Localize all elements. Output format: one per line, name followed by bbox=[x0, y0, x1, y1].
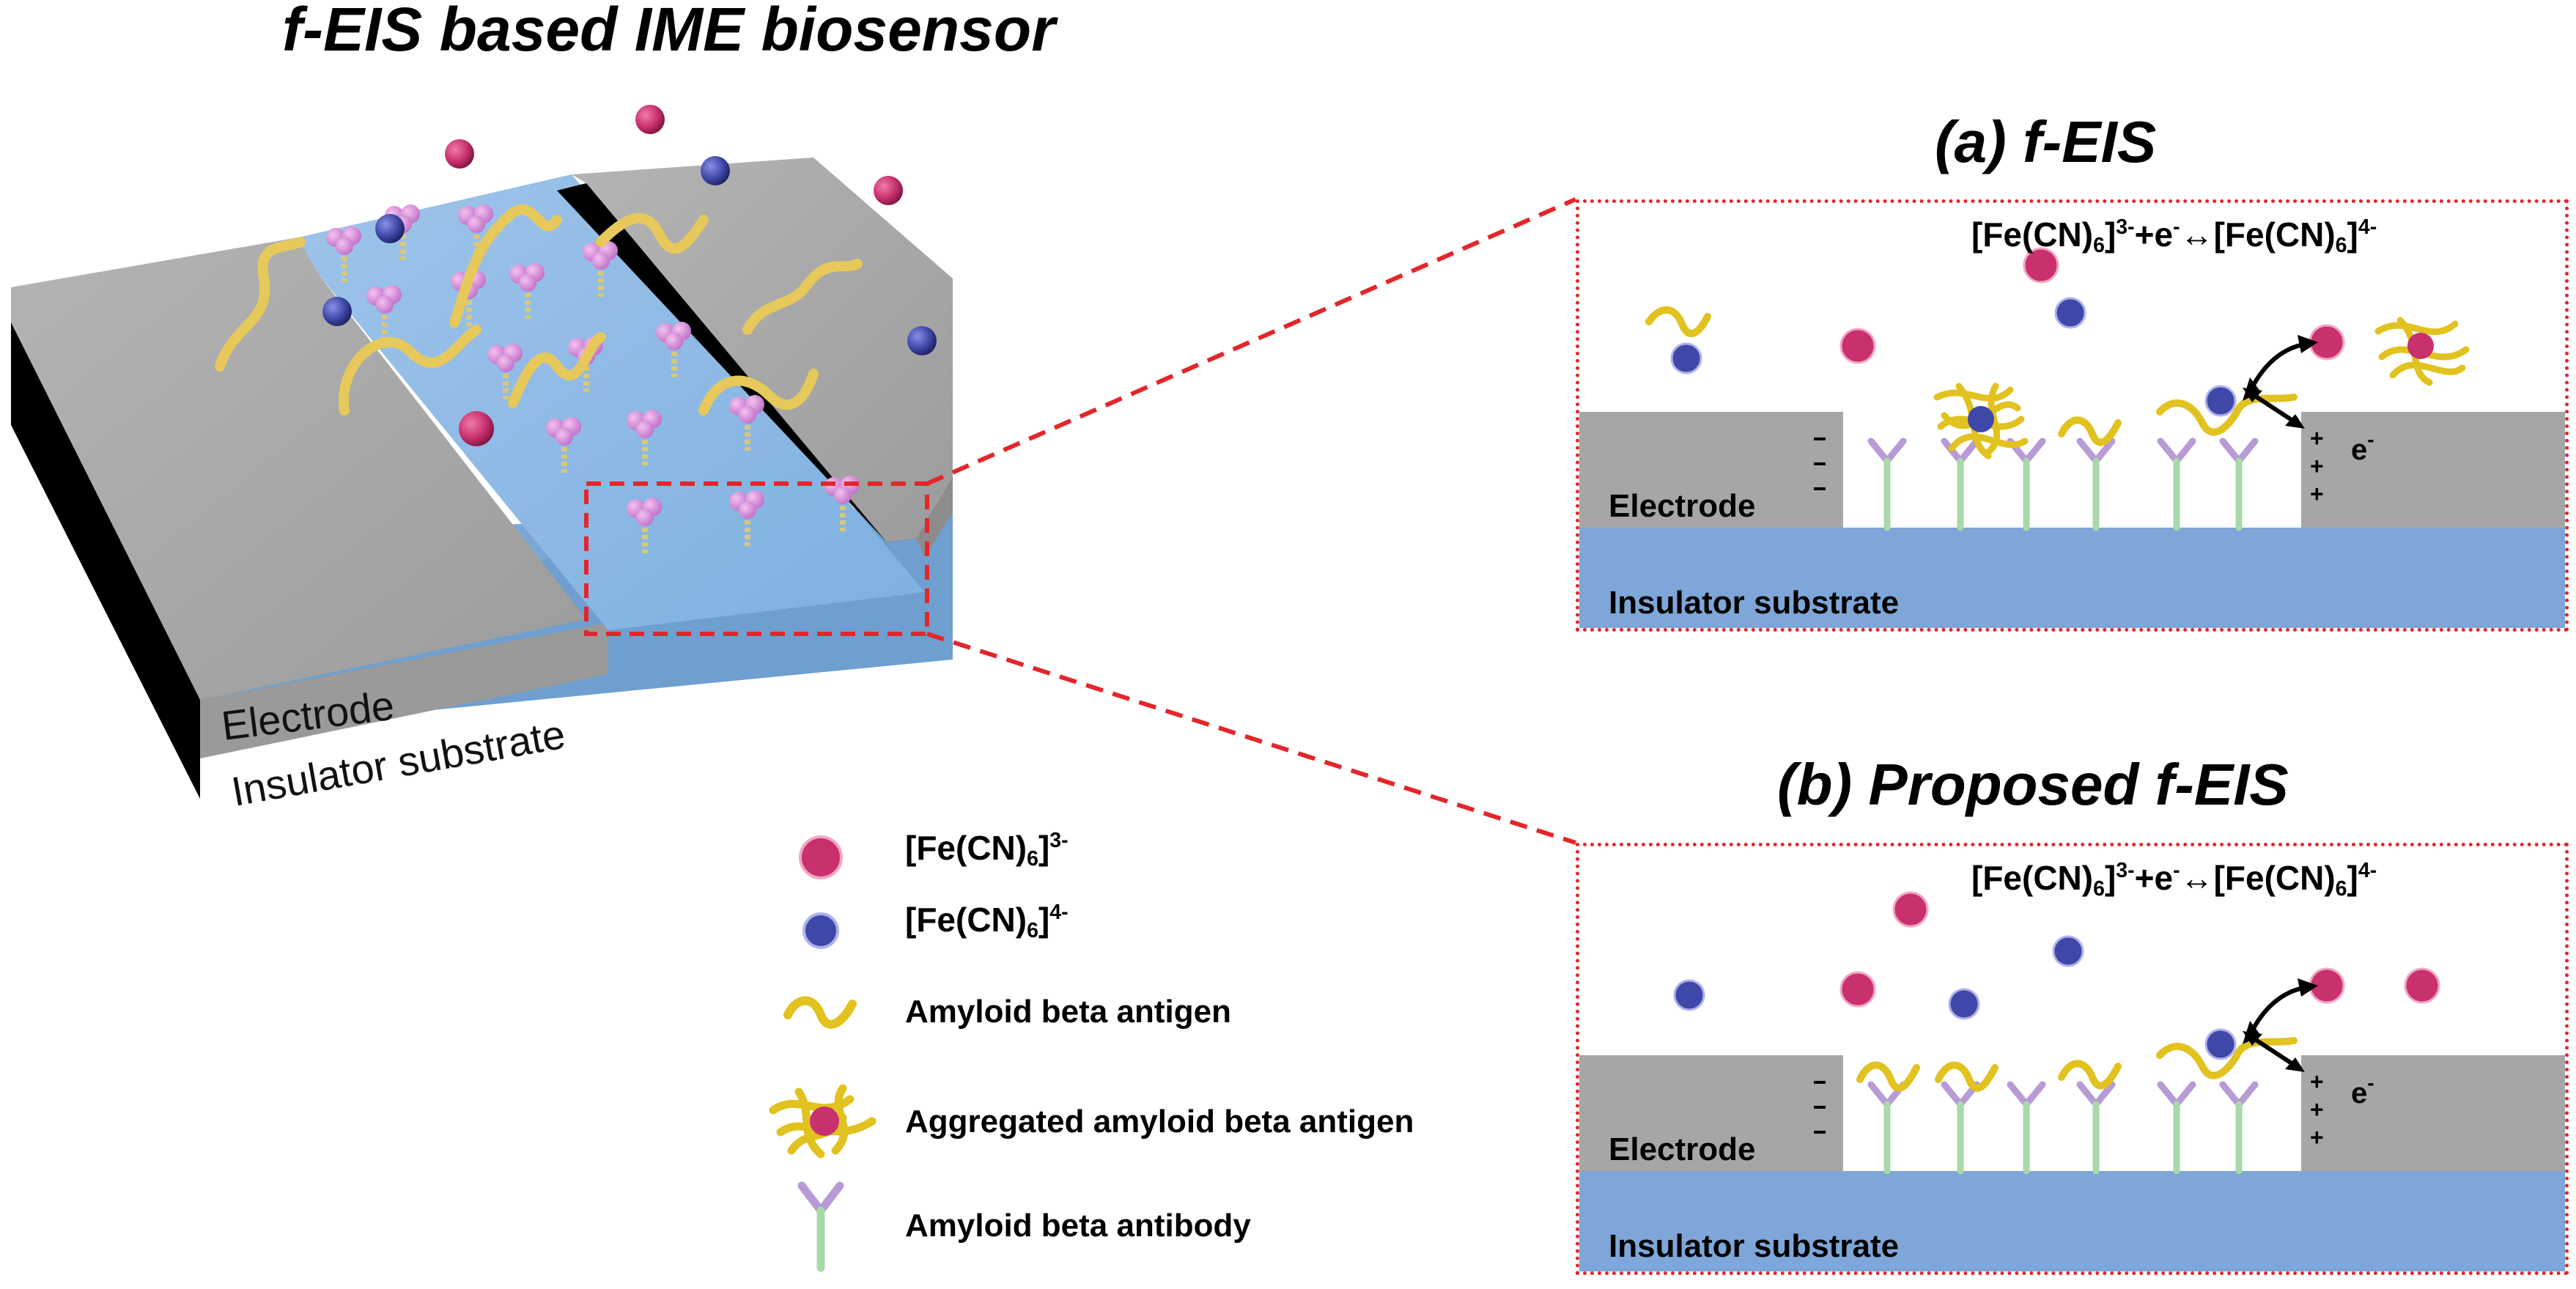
panel-b-redox-arrowhead-2 bbox=[2298, 978, 2318, 997]
panel-a-electron-arrow bbox=[2252, 393, 2295, 424]
panel-b: +++ e bbox=[1576, 843, 2569, 1275]
legend-label-ferricyanide: [Fe(CN)6]3- bbox=[905, 828, 1069, 871]
panel-a-heading: (a) f-EIS bbox=[1935, 109, 2157, 174]
left-electrode-front bbox=[200, 623, 608, 758]
legend-label-antibody: Amyloid beta antibody bbox=[905, 1208, 1251, 1244]
svg-text:+: + bbox=[2310, 1096, 2324, 1123]
aggregated-antigen-icon bbox=[769, 1084, 876, 1159]
panel-b-substrate bbox=[1579, 1171, 2565, 1271]
panel-a-antibodies bbox=[1867, 437, 2259, 531]
panel-b-electron-label: e- bbox=[2351, 1071, 2374, 1109]
panel-b-substrate-label: Insulator substrate bbox=[1609, 1228, 1899, 1264]
svg-text:+: + bbox=[2310, 425, 2324, 451]
device-antibody-cluster bbox=[326, 204, 860, 553]
amyloid-beta-antigen-icon bbox=[783, 996, 857, 1029]
panel-b-reaction: [Fe(CN)6]3-+e-↔[Fe(CN)6]4- bbox=[1971, 858, 2377, 901]
svg-text:+: + bbox=[2310, 1124, 2324, 1151]
left-electrode-side bbox=[11, 287, 200, 799]
panel-a-graphic: +++ bbox=[1579, 247, 2565, 628]
device-antigen-strands bbox=[215, 204, 863, 415]
panel-b-positive-charges: +++ bbox=[2310, 1068, 2324, 1151]
svg-text:+: + bbox=[2310, 453, 2324, 479]
device-zoom-box bbox=[584, 481, 929, 636]
panel-a-electron-arrowhead-2 bbox=[2285, 414, 2305, 429]
panel-a-redox-arrowhead-2 bbox=[2298, 335, 2318, 353]
panel-a-positive-charges: +++ bbox=[2310, 425, 2324, 507]
panel-a-reaction: [Fe(CN)6]3-+e-↔[Fe(CN)6]4- bbox=[1971, 215, 2377, 257]
figure-title: f-EIS based IME biosensor bbox=[282, 0, 1055, 64]
left-electrode-top bbox=[11, 237, 586, 700]
panel-a-substrate bbox=[1579, 528, 2565, 628]
panel-b-negative-charges bbox=[1814, 1081, 1826, 1134]
panel-b-antigens bbox=[1856, 1037, 2298, 1092]
panel-a-negative-charges bbox=[1814, 437, 1826, 490]
panel-a-electron-label: e- bbox=[2351, 428, 2374, 466]
panel-b-electrode-label: Electrode bbox=[1609, 1131, 1756, 1167]
svg-text:+: + bbox=[2310, 481, 2324, 507]
panel-b-electron-arrowhead-2 bbox=[2285, 1057, 2305, 1072]
panel-b-graphic: +++ e bbox=[1579, 891, 2565, 1271]
legend-label-antigen: Amyloid beta antigen bbox=[905, 994, 1231, 1030]
panel-b-ions bbox=[1673, 891, 2440, 1060]
panel-a-antigens bbox=[1645, 306, 2298, 446]
ferricyanide-red-sphere-icon bbox=[799, 835, 843, 879]
panel-b-electron-arrowhead-1 bbox=[2243, 1031, 2262, 1046]
legend: [Fe(CN)6]3- [Fe(CN)6]4- Amyloid beta ant… bbox=[740, 813, 1561, 1282]
panel-a-electrode-label: Electrode bbox=[1609, 488, 1756, 524]
antibody-icon bbox=[797, 1181, 844, 1272]
panel-b-heading: (b) Proposed f-EIS bbox=[1777, 752, 2289, 817]
ferrocyanide-blue-sphere-icon bbox=[802, 912, 839, 949]
panel-b-electron-arrow bbox=[2252, 1036, 2295, 1067]
panel-a-right-electrode bbox=[2301, 412, 2565, 528]
svg-text:+: + bbox=[2310, 1068, 2324, 1095]
right-electrode-face bbox=[916, 476, 953, 557]
legend-label-ferrocyanide: [Fe(CN)6]4- bbox=[905, 900, 1069, 942]
panel-a-aggregate-2-core bbox=[2407, 333, 2434, 359]
panel-b-antibodies bbox=[1867, 1081, 2259, 1175]
panel-a-left-electrode bbox=[1579, 412, 1843, 528]
panel-a: +++ bbox=[1576, 199, 2569, 632]
right-electrode-top bbox=[572, 158, 953, 542]
panel-a-redox-arrow bbox=[2250, 341, 2309, 389]
device-3d-illustration: Electrode Insulator substrate bbox=[11, 105, 953, 815]
panel-b-right-electrode bbox=[2301, 1055, 2565, 1171]
device-ions bbox=[322, 105, 937, 446]
panel-b-redox-arrow bbox=[2250, 985, 2309, 1033]
panel-b-left-electrode bbox=[1579, 1055, 1843, 1171]
panel-a-ions bbox=[1670, 247, 2345, 417]
panel-a-electron-arrowhead-1 bbox=[2243, 388, 2262, 402]
legend-label-aggregated-antigen: Aggregated amyloid beta antigen bbox=[905, 1104, 1414, 1140]
panel-a-substrate-label: Insulator substrate bbox=[1609, 585, 1899, 621]
panel-a-aggregate-1-core bbox=[1968, 406, 1994, 432]
